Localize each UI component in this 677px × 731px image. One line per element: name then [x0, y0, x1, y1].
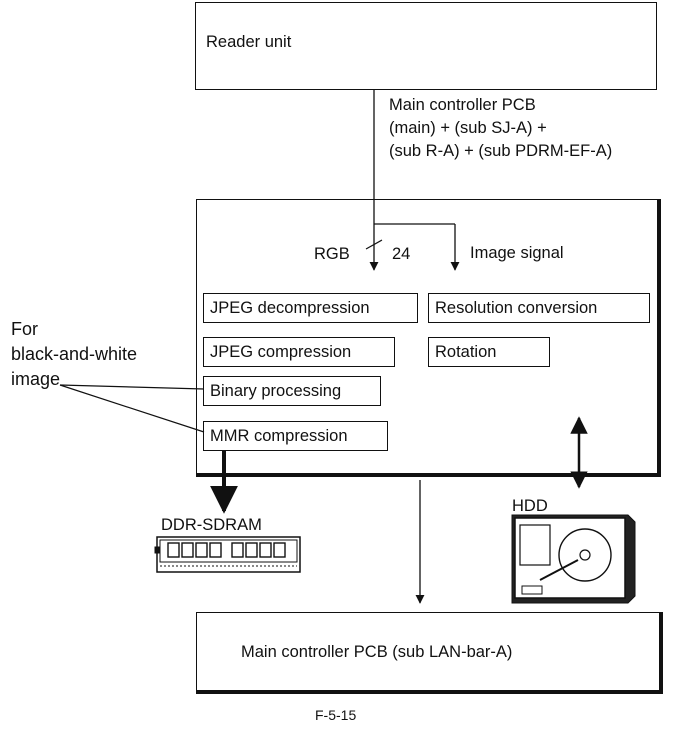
main-pcb-line2: (main) + (sub SJ-A) + — [389, 119, 547, 137]
ddr-sdram-label: DDR-SDRAM — [161, 516, 262, 534]
main-pcb-line1: Main controller PCB — [389, 96, 536, 114]
lan-bar-label: Main controller PCB (sub LAN-bar-A) — [241, 643, 513, 661]
reader-unit-box: Reader unit — [195, 2, 657, 90]
bw-note-line2: black-and-white — [11, 344, 138, 364]
bw-note-line1: For — [11, 319, 38, 339]
figure-id: F-5-15 — [315, 707, 357, 723]
hdd-label: HDD — [512, 497, 548, 515]
bw-pointer-line-2 — [59, 384, 205, 433]
main-pcb-line3: (sub R-A) + (sub PDRM-EF-A) — [389, 142, 613, 160]
rotation-block: Rotation — [428, 337, 550, 367]
lan-bar-box: Main controller PCB (sub LAN-bar-A) — [196, 612, 663, 694]
hard-disk-icon — [511, 514, 636, 604]
resolution-conversion-block: Resolution conversion — [428, 293, 650, 323]
bus-width-slash — [365, 239, 383, 250]
bus-width-label: 24 — [392, 245, 411, 263]
bw-pointer-line-1 — [59, 384, 205, 390]
jpeg-decompression-block: JPEG decompression — [203, 293, 418, 323]
jpeg-compression-block: JPEG compression — [203, 337, 395, 367]
image-signal-label: Image signal — [470, 244, 564, 262]
bw-note-line3: image — [11, 369, 61, 389]
binary-processing-block: Binary processing — [203, 376, 381, 406]
memory-module-icon — [154, 536, 301, 573]
mmr-compression-block: MMR compression — [203, 421, 388, 451]
rgb-label: RGB — [314, 245, 350, 263]
reader-unit-label: Reader unit — [206, 33, 292, 51]
